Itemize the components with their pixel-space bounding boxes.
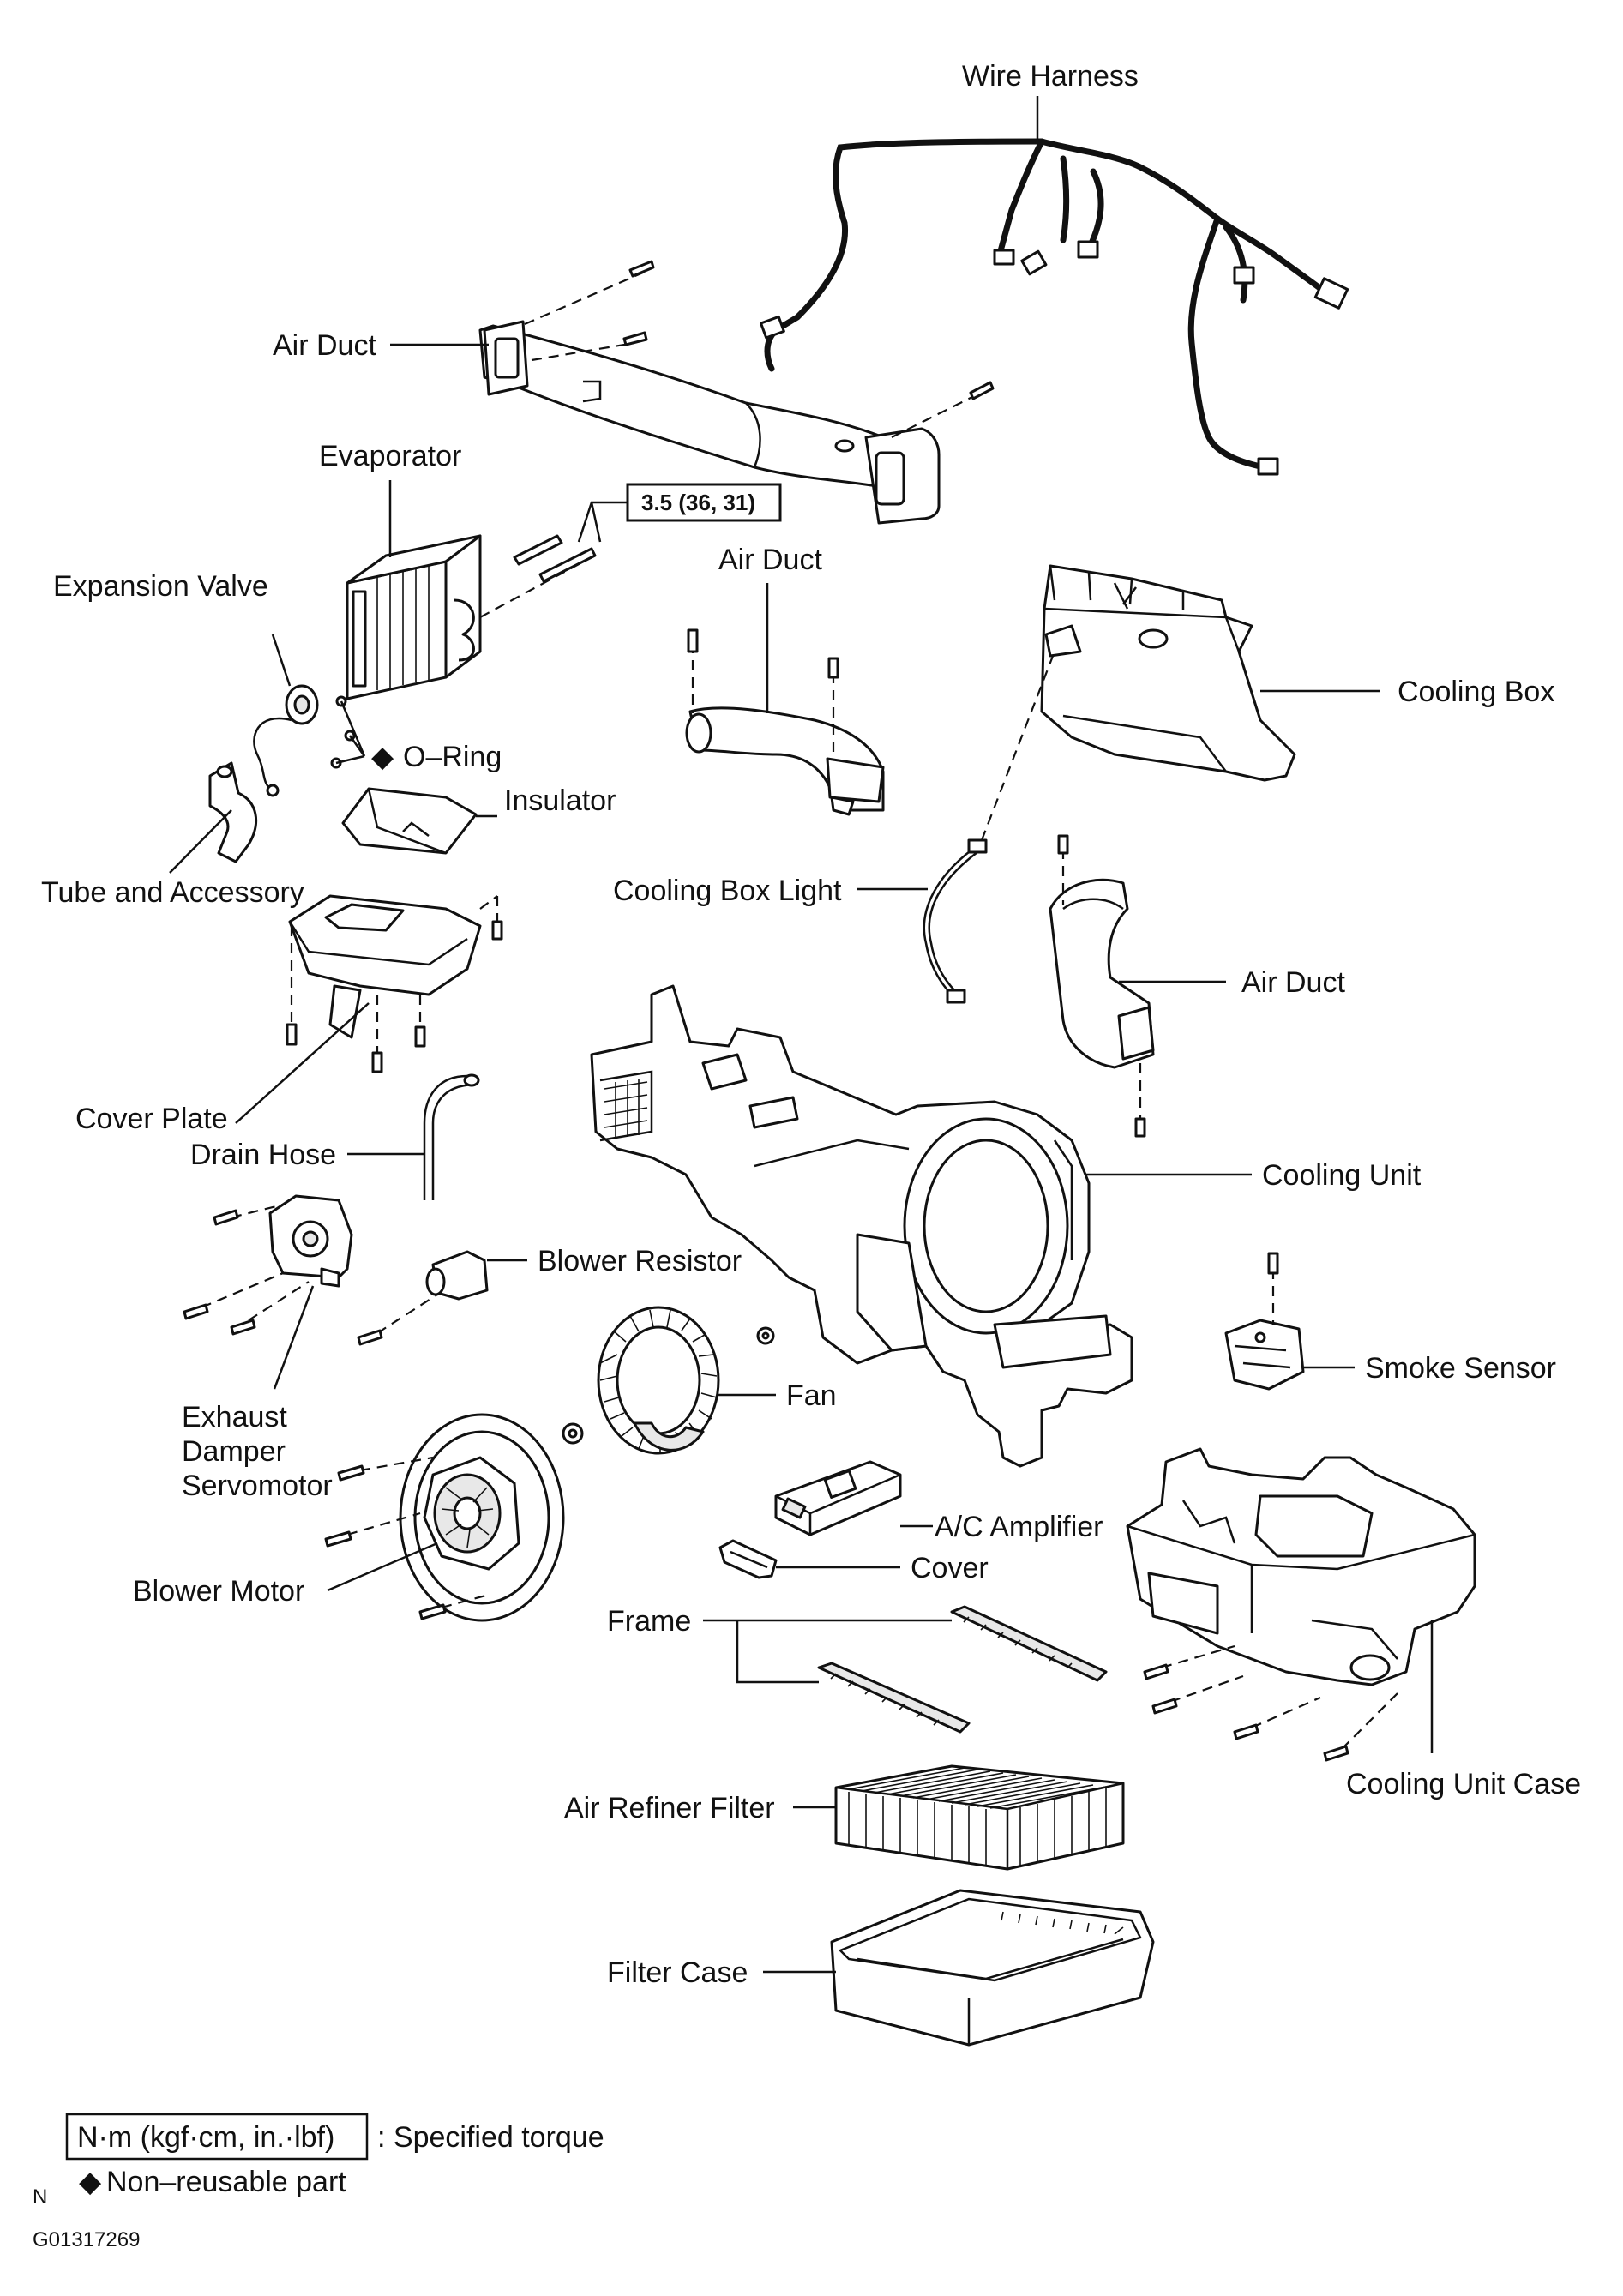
footer-code: G01317269: [33, 2228, 140, 2251]
exhaust-damper-servomotor-part: [268, 1194, 353, 1288]
blower-motor-bolt2-line: [346, 1512, 421, 1536]
torque-spec-value: 3.5 (36, 31): [641, 490, 755, 515]
smoke-sensor-label: Smoke Sensor: [1365, 1352, 1556, 1385]
legend-nonreusable-desc: Non–reusable part: [106, 2166, 346, 2198]
drain-hose-part: [423, 1073, 480, 1200]
air-duct-right-label: Air Duct: [1241, 966, 1345, 999]
cover-label: Cover: [911, 1552, 989, 1584]
servomotor-label-line2: Damper: [182, 1435, 286, 1468]
cooling-box-light-label: Cooling Box Light: [613, 875, 842, 907]
bolt-icon: [357, 1329, 383, 1346]
air-duct-top-bolt1-line: [524, 271, 644, 326]
tube-accessory-leader: [169, 809, 232, 874]
legend-torque-box: [65, 2113, 369, 2161]
legend-torque-desc: : Specified torque: [377, 2121, 604, 2154]
air-duct-top-label: Air Duct: [273, 329, 376, 362]
insulator-label: Insulator: [504, 784, 616, 817]
servomotor-bolt3-line: [248, 1281, 310, 1321]
cooling-box-label: Cooling Box: [1398, 676, 1554, 708]
cooling-box-light-part: [923, 838, 988, 1004]
cooling-unit-case-bolt1-line: [1161, 1644, 1235, 1669]
cover-plate-part: [288, 894, 482, 1039]
frame-part: [817, 1605, 1108, 1734]
air-duct-middle-label: Air Duct: [718, 544, 822, 576]
filter-case-part: [830, 1889, 1155, 2047]
bolt-icon: [687, 628, 839, 679]
cooling-unit-case-bolt3-line: [1251, 1696, 1321, 1729]
bolt-icon: [1143, 1663, 1349, 1762]
blower-motor-bolt1-line: [359, 1456, 434, 1472]
o-ring-label: O–Ring: [403, 741, 502, 773]
torque-spec-box: [626, 483, 782, 522]
expansion-valve-leader: [271, 634, 292, 687]
cooling-unit-case-part: [1126, 1447, 1476, 1686]
legend-nonreusable-symbol: ◆: [79, 2166, 102, 2198]
air-duct-middle-part: [685, 706, 885, 816]
bolt-icon: [1267, 1252, 1279, 1275]
frame-label: Frame: [607, 1605, 691, 1638]
expansion-valve-label: Expansion Valve: [53, 570, 268, 603]
blower-motor-bolt3-line: [441, 1593, 490, 1609]
tube-accessory-label: Tube and Accessory: [41, 876, 304, 909]
blower-resistor-bolt-line: [376, 1294, 438, 1334]
cover-plate-leader: [235, 1002, 370, 1124]
cooling-unit-case-bolt4-line: [1341, 1692, 1398, 1750]
evaporator-label: Evaporator: [319, 440, 461, 472]
blower-motor-part: [399, 1413, 565, 1622]
cover-plate-label: Cover Plate: [75, 1103, 228, 1135]
bolt-icon: [1057, 834, 1146, 1138]
air-duct-top-bolt2-line: [531, 341, 635, 362]
servomotor-leader: [273, 1285, 315, 1390]
wire-harness-label: Wire Harness: [962, 60, 1139, 93]
air-duct-right-part: [1049, 878, 1155, 1069]
air-refiner-filter-label: Air Refiner Filter: [564, 1792, 775, 1824]
nut-icon: [562, 1326, 775, 1445]
air-refiner-filter-part: [834, 1764, 1125, 1871]
blower-motor-leader: [327, 1542, 438, 1592]
cooling-unit-case-bolt2-line: [1169, 1674, 1244, 1704]
servomotor-bolt2-line: [201, 1271, 284, 1309]
servomotor-bolt1-line: [231, 1203, 284, 1219]
bolt-icon: [324, 1464, 447, 1620]
expansion-valve-part: [253, 684, 356, 797]
bolt-icon: [513, 534, 597, 583]
bolt-icon: [622, 260, 995, 400]
cooling-unit-label: Cooling Unit: [1262, 1159, 1422, 1192]
filter-case-label: Filter Case: [607, 1956, 748, 1989]
o-ring-leader: [335, 700, 366, 765]
servomotor-label-line3: Servomotor: [182, 1470, 333, 1502]
cooling-unit-case-label: Cooling Unit Case: [1346, 1768, 1581, 1800]
blower-motor-label: Blower Motor: [133, 1575, 304, 1608]
footer-letter: N: [33, 2185, 47, 2209]
blower-resistor-label: Blower Resistor: [538, 1245, 742, 1277]
legend-torque-units: N·m (kgf·cm, in.·lbf): [77, 2121, 334, 2154]
cover-plate-bolt4-line: [479, 895, 498, 910]
torque-spec-leader: [577, 501, 628, 543]
frame-leader: [703, 1619, 952, 1684]
bolt-icon: [183, 1209, 256, 1336]
tube-accessory-part: [208, 761, 257, 863]
ac-cover-part: [718, 1539, 778, 1579]
ac-amplifier-part: [774, 1460, 902, 1536]
air-duct-top-part: [478, 320, 941, 525]
o-ring-symbol: ◆: [371, 741, 394, 773]
evaporator-bolt-line: [479, 556, 592, 618]
fan-label: Fan: [786, 1379, 837, 1412]
servomotor-label-line1: Exhaust: [182, 1401, 287, 1433]
cooling-box-part: [1040, 564, 1296, 782]
insulator-part: [341, 787, 478, 855]
evaporator-part: [346, 534, 482, 700]
fan-part: [597, 1306, 720, 1455]
drain-hose-label: Drain Hose: [190, 1139, 336, 1171]
legend: N·m (kgf·cm, in.·lbf) : Specified torque…: [65, 2113, 604, 2198]
ac-amplifier-label: A/C Amplifier: [935, 1511, 1103, 1543]
cooling-unit-part: [590, 984, 1133, 1468]
wire-harness-part: [760, 138, 1349, 476]
smoke-sensor-part: [1224, 1319, 1305, 1391]
cooling-box-light-dash: [980, 651, 1056, 841]
blower-resistor-part: [425, 1250, 489, 1301]
bolt-icon: [286, 920, 503, 1073]
